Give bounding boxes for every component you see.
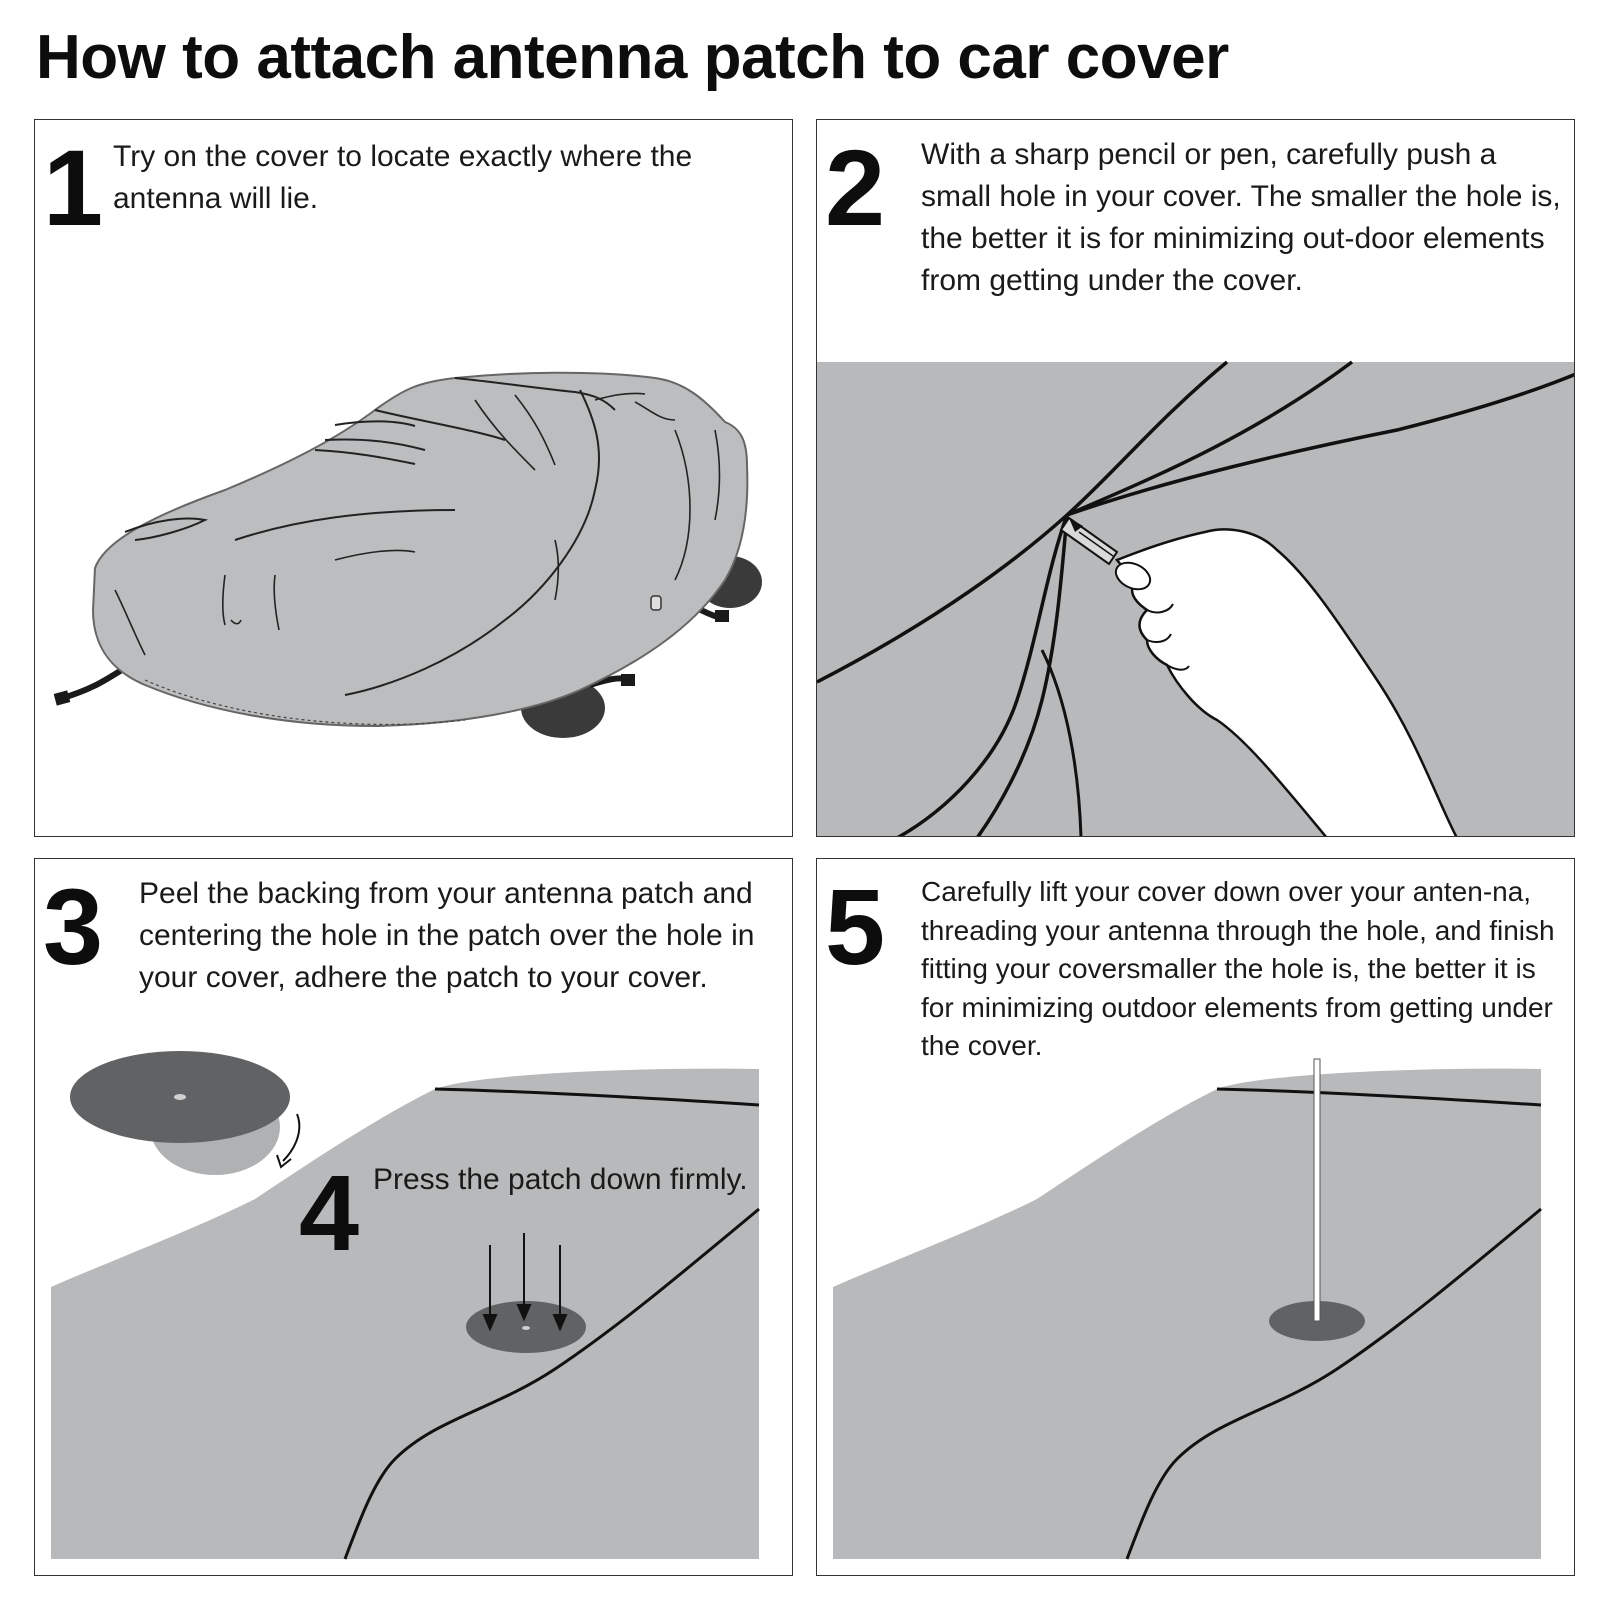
peel-arrow (282, 1113, 301, 1162)
step-5-panel: 5 Carefully lift your cover down over yo… (816, 858, 1575, 1576)
car-cover-shape (91, 371, 749, 728)
step-text: Try on the cover to locate exactly where… (113, 140, 693, 215)
thumb (1114, 561, 1152, 591)
side-strap-buckle (621, 674, 635, 686)
step-number: 5 (825, 866, 886, 987)
car-hood-surface (51, 1068, 759, 1559)
antenna-through-cover-illustration (833, 1058, 1542, 1560)
car-hood-surface (833, 1068, 1541, 1559)
front-strap (62, 665, 127, 701)
step-number: 1 (43, 127, 104, 248)
pencil-hole-illustration (817, 360, 1574, 836)
page-title: How to attach antenna patch to car cover (36, 23, 1229, 92)
step-2-panel: 2 With a sharp pencil or pen, carefully … (816, 119, 1575, 837)
covered-car-illustration (53, 371, 762, 738)
step-4-number: 4 (299, 1152, 360, 1273)
step-text: Peel the backing from your antenna patch… (139, 877, 755, 994)
grommet (650, 595, 662, 611)
step-4-text: Press the patch down firmly. (373, 1163, 748, 1196)
step-text: Carefully lift your cover down over your… (921, 876, 1555, 1061)
patch-application-illustration (51, 1051, 760, 1560)
press-arrows (482, 1233, 568, 1332)
antenna-icon (1313, 1058, 1321, 1322)
step-1-panel: 1 Try on the cover to locate exactly whe… (34, 119, 793, 837)
rear-strap-buckle (715, 610, 729, 622)
step-text: With a sharp pencil or pen, carefully pu… (921, 138, 1561, 297)
step-number: 2 (825, 127, 886, 248)
hand-shape (1114, 528, 1458, 836)
front-strap-buckle (53, 690, 71, 706)
step-number: 3 (43, 866, 104, 987)
step-3-panel: 3 Peel the backing from your antenna pat… (34, 858, 793, 1576)
